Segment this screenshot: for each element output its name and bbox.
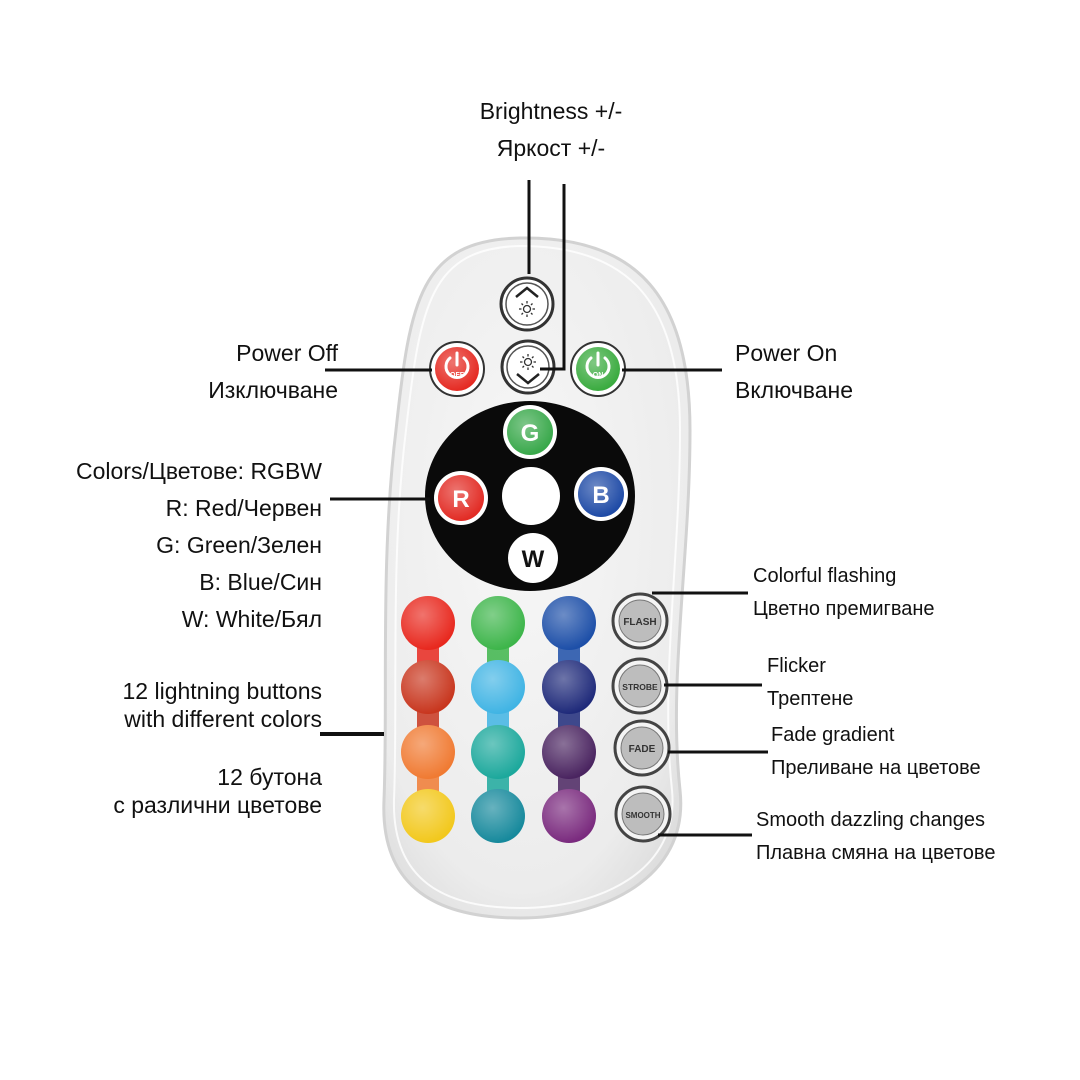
brightness-en: Brightness +/- [479, 98, 623, 124]
color-button [542, 789, 596, 843]
color-button [542, 596, 596, 650]
power-on-en: Power On [735, 340, 838, 366]
strobe-bg: Трептене [767, 688, 854, 710]
white-center-button [502, 467, 560, 525]
remote-body-edge [392, 244, 682, 910]
color-button [471, 789, 525, 843]
brightness-down-button [500, 339, 556, 395]
fade-en: Fade gradient [771, 724, 895, 746]
strobe-button: STROBE [611, 657, 669, 715]
flash-annotation: Colorful flashing Цветно премигване [753, 560, 935, 626]
power-off-label: OFF [450, 372, 465, 379]
color-button [401, 596, 455, 650]
power-off-en: Power Off [236, 340, 338, 366]
flash-button: FLASH [611, 592, 669, 650]
power-on-label: ON [593, 372, 604, 379]
b-button: B [574, 467, 628, 521]
svg-text:W: W [522, 546, 545, 573]
colors-w: W: White/Бял [181, 606, 322, 632]
power-off-button: OFF [429, 341, 485, 397]
smooth-annotation: Smooth dazzling changes Плавна смяна на … [756, 804, 995, 870]
twelve-buttons-en: 12 lightning buttons with different colo… [20, 677, 323, 733]
leader-lines [320, 180, 768, 837]
twelve-buttons-bg: 12 бутона с различни цветове [20, 763, 322, 819]
power-icon [585, 356, 611, 379]
g-button: G [503, 405, 557, 459]
colors-g: G: Green/Зелен [156, 532, 322, 558]
smooth-en: Smooth dazzling changes [756, 809, 986, 831]
svg-text:G: G [521, 420, 540, 447]
power-off-bg: Изключване [208, 377, 338, 403]
color-button [401, 725, 455, 779]
w-button: W [508, 533, 558, 583]
fade-annotation: Fade gradient Преливане на цветове [771, 719, 981, 785]
color-button [401, 660, 455, 714]
color-button-grid [401, 596, 596, 843]
svg-text:SMOOTH: SMOOTH [625, 811, 660, 820]
power-on-bg: Включване [735, 377, 854, 403]
colors-b: B: Blue/Син [199, 569, 322, 595]
flash-bg: Цветно премигване [753, 598, 935, 620]
r-button: R [434, 471, 488, 525]
color-button [401, 789, 455, 843]
smooth-bg: Плавна смяна на цветове [756, 842, 996, 864]
smooth-button: SMOOTH [614, 785, 672, 843]
fade-button: FADE [613, 719, 671, 777]
colors-annotation: Colors/Цветове: RGBW R: Red/Червен G: Gr… [20, 453, 322, 638]
color-button [542, 660, 596, 714]
power-on-button: ON [570, 341, 626, 397]
strobe-annotation: Flicker Трептене [767, 650, 853, 716]
brightness-up-button [499, 276, 555, 332]
color-button [471, 660, 525, 714]
color-button [542, 725, 596, 779]
power-on-annotation: Power On Включване [735, 335, 853, 409]
fade-bg: Преливане на цветове [771, 757, 981, 779]
power-icon [444, 356, 470, 379]
svg-text:FADE: FADE [629, 744, 656, 755]
sun-icon [519, 301, 535, 317]
sun-icon [520, 354, 536, 370]
twelve-buttons-en-2: with different colors [124, 706, 322, 732]
leader-brightness-down [540, 184, 566, 371]
flash-en: Colorful flashing [753, 565, 897, 587]
svg-text:B: B [592, 482, 609, 509]
twelve-buttons-bg-2: с различни цветове [113, 792, 322, 818]
brightness-label: Brightness +/- Яркост +/- [420, 93, 682, 167]
colors-title: Colors/Цветове: RGBW [75, 458, 322, 484]
svg-text:STROBE: STROBE [622, 682, 658, 692]
svg-text:R: R [452, 486, 469, 513]
color-button [471, 725, 525, 779]
svg-text:FLASH: FLASH [623, 617, 656, 628]
twelve-buttons-bg-1: 12 бутона [217, 764, 322, 790]
color-button [471, 596, 525, 650]
twelve-buttons-en-1: 12 lightning buttons [122, 678, 323, 704]
brightness-bg: Яркост +/- [496, 135, 606, 161]
power-off-annotation: Power Off Изключване [100, 335, 338, 409]
colors-r: R: Red/Червен [165, 495, 322, 521]
strobe-en: Flicker [767, 655, 826, 677]
